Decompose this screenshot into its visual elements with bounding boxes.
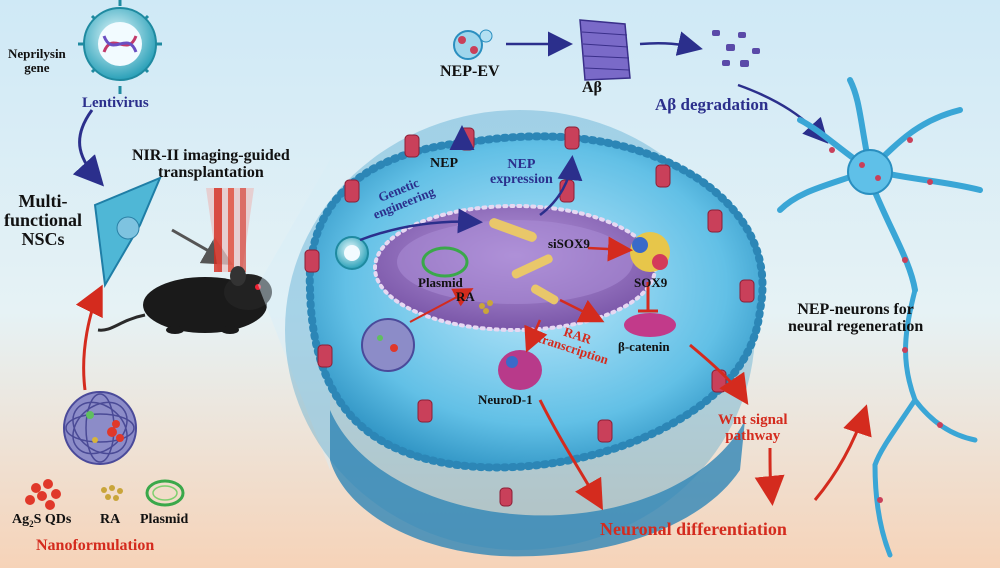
arrow-nano-to-nsc <box>75 284 103 391</box>
abeta-fibril-icon <box>579 19 631 81</box>
ev-icon <box>453 29 493 60</box>
ra-glyph <box>101 485 123 501</box>
plasmid-glyph <box>145 479 185 507</box>
arrow-nano-to-nucleus <box>409 288 474 323</box>
nep-neurons-label: NEP-neurons for neural regeneration <box>788 301 924 335</box>
sox9-protein-glyph <box>630 232 670 272</box>
nir-guided-label: NIR-II imaging-guided transplantation <box>132 147 290 181</box>
arrow-to-neurod1 <box>524 319 548 353</box>
lentivirus-label: Lentivirus <box>82 95 149 111</box>
ra-inner-label: RA <box>456 289 475 304</box>
plasmid-inner-label: Plasmid <box>418 275 463 290</box>
plasmid-legend-label: Plasmid <box>140 512 189 527</box>
abeta-label: Aβ <box>582 79 602 96</box>
cell-lentivirus-icon <box>335 236 369 270</box>
chromosome-glyphs <box>489 218 559 305</box>
transplant-funnel <box>258 160 330 470</box>
wnt-pathway-label: Wnt signal pathway <box>718 412 788 444</box>
nir-laser-icon <box>206 188 254 272</box>
abeta-fragments-icon <box>712 30 760 67</box>
arrow-rar <box>559 298 605 323</box>
nanoparticle-icon <box>63 391 137 465</box>
neuronal-differentiation-label: Neuronal differentiation <box>600 519 787 539</box>
abeta-degradation-label: Aβ degradation <box>655 95 769 114</box>
arrow-sisox9-to-sox9 <box>587 236 633 262</box>
neuron-soma <box>847 149 893 195</box>
inner-ra-glyph <box>479 300 493 314</box>
neprilysin-gene-label: Neprilysin gene <box>8 46 66 75</box>
neuron-nep-dots <box>829 137 943 503</box>
neurod1-label: NeuroD-1 <box>478 392 533 407</box>
sisox9-label: siSOX9 <box>548 236 590 251</box>
ag2s-qds-label: Ag2S QDs <box>12 512 72 529</box>
nep-label: NEP <box>430 156 458 171</box>
nsc-cell-icon <box>93 176 162 289</box>
neurod1-glyph <box>498 350 542 390</box>
arrow-diff-to-neurons <box>813 404 872 501</box>
ag2s-qds-glyph <box>25 479 61 510</box>
sox9-label: SOX9 <box>634 275 668 290</box>
inner-plasmid-glyph <box>421 246 469 278</box>
lentivirus-icon <box>78 0 162 94</box>
arrow-lentivirus-to-nsc <box>72 109 105 187</box>
arrow-genetic-engineering <box>359 208 483 242</box>
arrow-nep-expression <box>539 155 583 216</box>
beta-catenin-glyph <box>624 313 676 337</box>
multifunctional-nscs-label: Multi- functional NSCs <box>4 191 83 249</box>
nep-expression-label: NEP expression <box>490 157 553 187</box>
nep-ev-label: NEP-EV <box>440 63 500 80</box>
cell-nanoparticle-icon <box>361 318 415 372</box>
beta-catenin-label: β-catenin <box>618 339 670 354</box>
mouse-icon <box>97 266 272 334</box>
arrow-abeta-to-fragments <box>639 31 703 56</box>
arrow-wnt-to-diff <box>754 447 785 506</box>
nanoformulation-label: Nanoformulation <box>36 537 155 554</box>
ra-legend-label: RA <box>100 512 121 527</box>
arrow-neurod1-to-diff <box>538 399 603 511</box>
arrow-beta-catenin-to-wnt <box>689 343 749 405</box>
